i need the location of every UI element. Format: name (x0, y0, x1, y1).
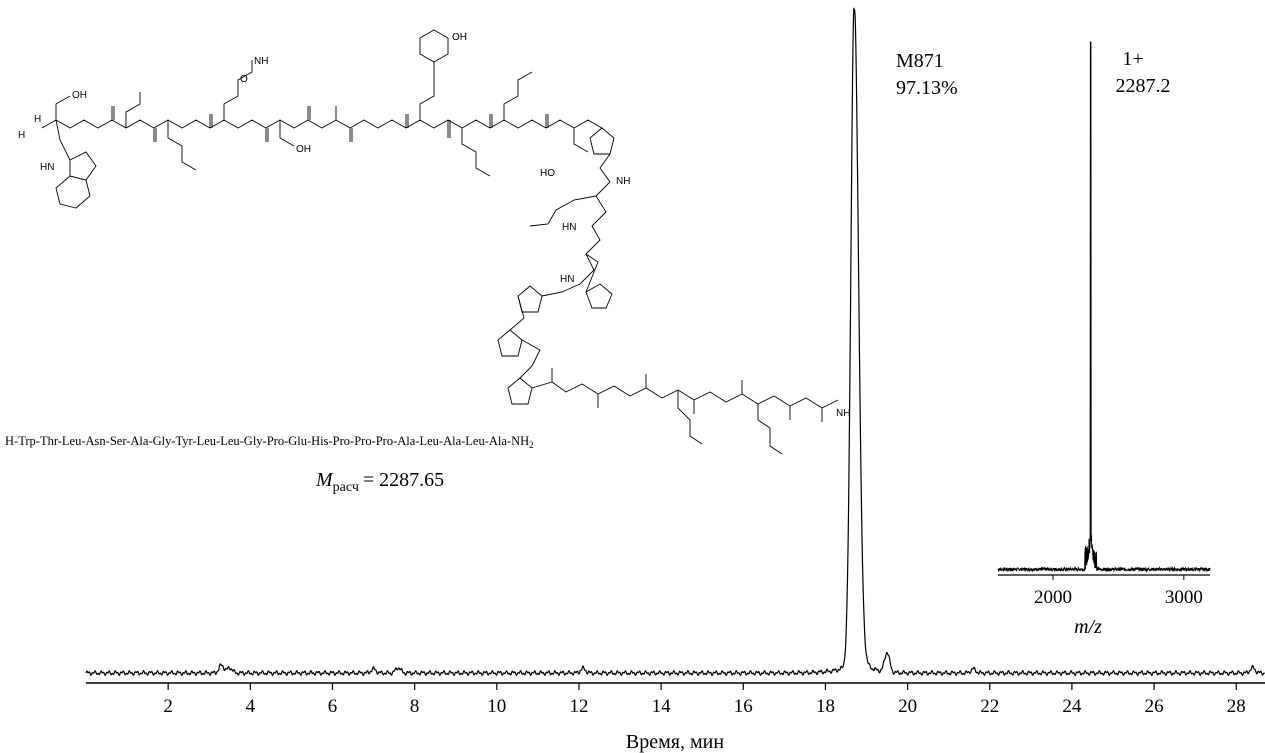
backbone-row-3 (531, 381, 839, 409)
x-tick-label: 26 (1145, 696, 1164, 717)
x-tick-label: 20 (898, 696, 917, 717)
inset-x-axis-ticks: 2000 3000 (1034, 575, 1203, 608)
atom-label: H (34, 114, 41, 125)
backbone-row-1 (41, 119, 603, 129)
inset-x-tick-label: 3000 (1165, 587, 1203, 608)
atom-label: HN (560, 274, 574, 285)
proline-ring-3 (497, 329, 523, 357)
x-tick-label: 10 (487, 696, 506, 717)
peptide-annotation: H-Trp-Thr-Leu-Asn-Ser-Ala-Gly-Tyr-Leu-Le… (5, 434, 534, 495)
atom-label: NH (836, 408, 850, 419)
x-tick-label: 14 (652, 696, 672, 717)
atom-label: H (18, 130, 25, 141)
x-tick-label: 28 (1227, 696, 1246, 717)
mass-spectrum-inset: 2000 3000 1+ 2287.2 m/z (997, 41, 1211, 638)
x-tick-label: 22 (980, 696, 999, 717)
peak-compound-label: M871 (896, 50, 944, 72)
x-axis-title: Время, мин (626, 731, 724, 753)
carbonyls-row-1 (111, 106, 549, 142)
carbonyls-row-3 (551, 368, 823, 422)
x-tick-label: 6 (328, 696, 338, 717)
proline-ring-1 (589, 127, 615, 155)
x-tick-label: 16 (734, 696, 753, 717)
atom-label: OH (296, 144, 311, 155)
atom-label: NH (616, 176, 630, 187)
inset-x-tick-label: 2000 (1034, 587, 1072, 608)
x-tick-label: 24 (1062, 696, 1082, 717)
atom-label: HO (540, 168, 555, 179)
atom-label: HN (562, 222, 576, 233)
atom-labels: OH NH O OH OH HN H H HO NH HN HN NH (18, 32, 850, 419)
ms-charge-label: 1+ (1122, 48, 1143, 70)
x-tick-label: 2 (163, 696, 173, 717)
x-tick-label: 8 (410, 696, 420, 717)
atom-label: NH (254, 56, 268, 67)
backbone-descending (541, 153, 611, 297)
peptide-sequence: H-Trp-Thr-Leu-Asn-Ser-Ala-Gly-Tyr-Leu-Le… (5, 434, 534, 450)
atom-label: HN (40, 162, 54, 173)
inset-x-axis-title: m/z (1074, 616, 1102, 638)
chromatogram-trace (85, 7, 1265, 677)
calculated-mass: Mрасч= 2287.65 (315, 469, 444, 495)
peak-purity-label: 97.13% (896, 77, 958, 99)
tyrosine-ring (419, 29, 449, 63)
indole-benzene-ring (55, 175, 91, 209)
atom-label: OH (72, 90, 87, 101)
ms-mz-label: 2287.2 (1116, 75, 1171, 97)
side-chains-row-1 (55, 60, 589, 177)
peptide-structure-diagram (41, 29, 839, 455)
proline-ring-2 (517, 285, 543, 313)
x-tick-label: 12 (569, 696, 588, 717)
x-tick-label: 18 (816, 696, 835, 717)
atom-label: O (240, 74, 248, 85)
mass-spectrum-trace (997, 41, 1211, 573)
indole-pyrrole-ring (69, 151, 97, 181)
x-tick-label: 4 (246, 696, 256, 717)
proline-ring-4 (507, 377, 533, 405)
atom-label: OH (452, 32, 467, 43)
imidazole-ring (585, 283, 613, 309)
